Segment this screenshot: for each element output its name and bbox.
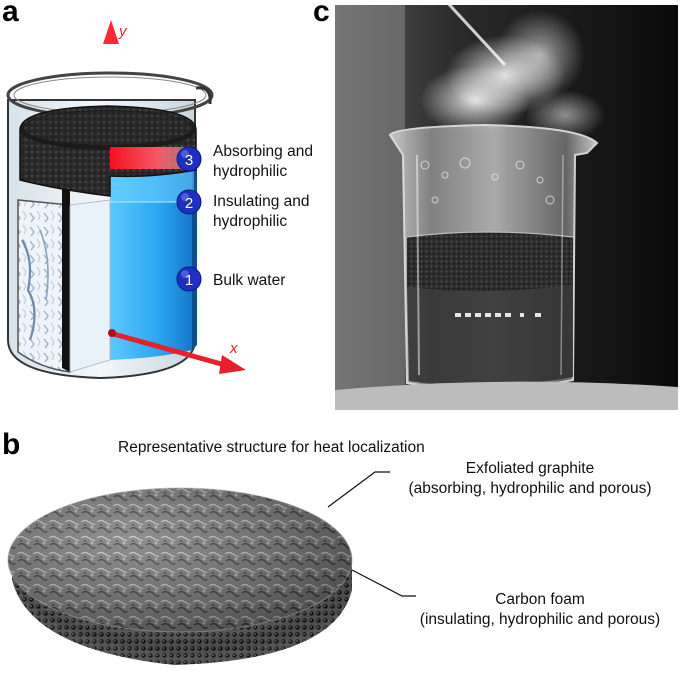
- layer-3-label: Absorbing and hydrophilic: [213, 142, 313, 182]
- layer-2-label-line2: hydrophilic: [213, 212, 310, 232]
- carbon-foam-label-line2: (insulating, hydrophilic and porous): [405, 610, 675, 630]
- layer-1-label: Bulk water: [213, 271, 285, 291]
- layer-badge-3: 3: [177, 147, 201, 171]
- x-axis-label: x: [229, 340, 238, 357]
- carbon-foam-label: Carbon foam (insulating, hydrophilic and…: [405, 590, 675, 630]
- layer-badge-1: 1: [177, 267, 201, 291]
- layer-number-1: 1: [185, 272, 193, 289]
- foam-structure-image: [0, 470, 370, 682]
- layer-number-2: 2: [185, 195, 193, 212]
- layer-badge-2: 2: [177, 190, 201, 214]
- carbon-foam-label-line1: Carbon foam: [405, 590, 675, 610]
- layer-3-label-line2: hydrophilic: [213, 162, 313, 182]
- layer-2-label-line1: Insulating and: [213, 192, 310, 212]
- panel-b-title: Representative structure for heat locali…: [118, 438, 425, 458]
- exfoliated-graphite-label-line1: Exfoliated graphite: [390, 459, 670, 479]
- panel-label-b: b: [2, 430, 20, 460]
- layer-number-3: 3: [185, 152, 193, 169]
- layer-2-label: Insulating and hydrophilic: [213, 192, 310, 232]
- layer-3-label-line1: Absorbing and: [213, 142, 313, 162]
- y-axis-label: y: [118, 23, 128, 40]
- exfoliated-graphite-label-line2: (absorbing, hydrophilic and porous): [390, 479, 670, 499]
- steaming-beaker-photo: [335, 5, 678, 410]
- exfoliated-graphite-label: Exfoliated graphite (absorbing, hydrophi…: [390, 459, 670, 499]
